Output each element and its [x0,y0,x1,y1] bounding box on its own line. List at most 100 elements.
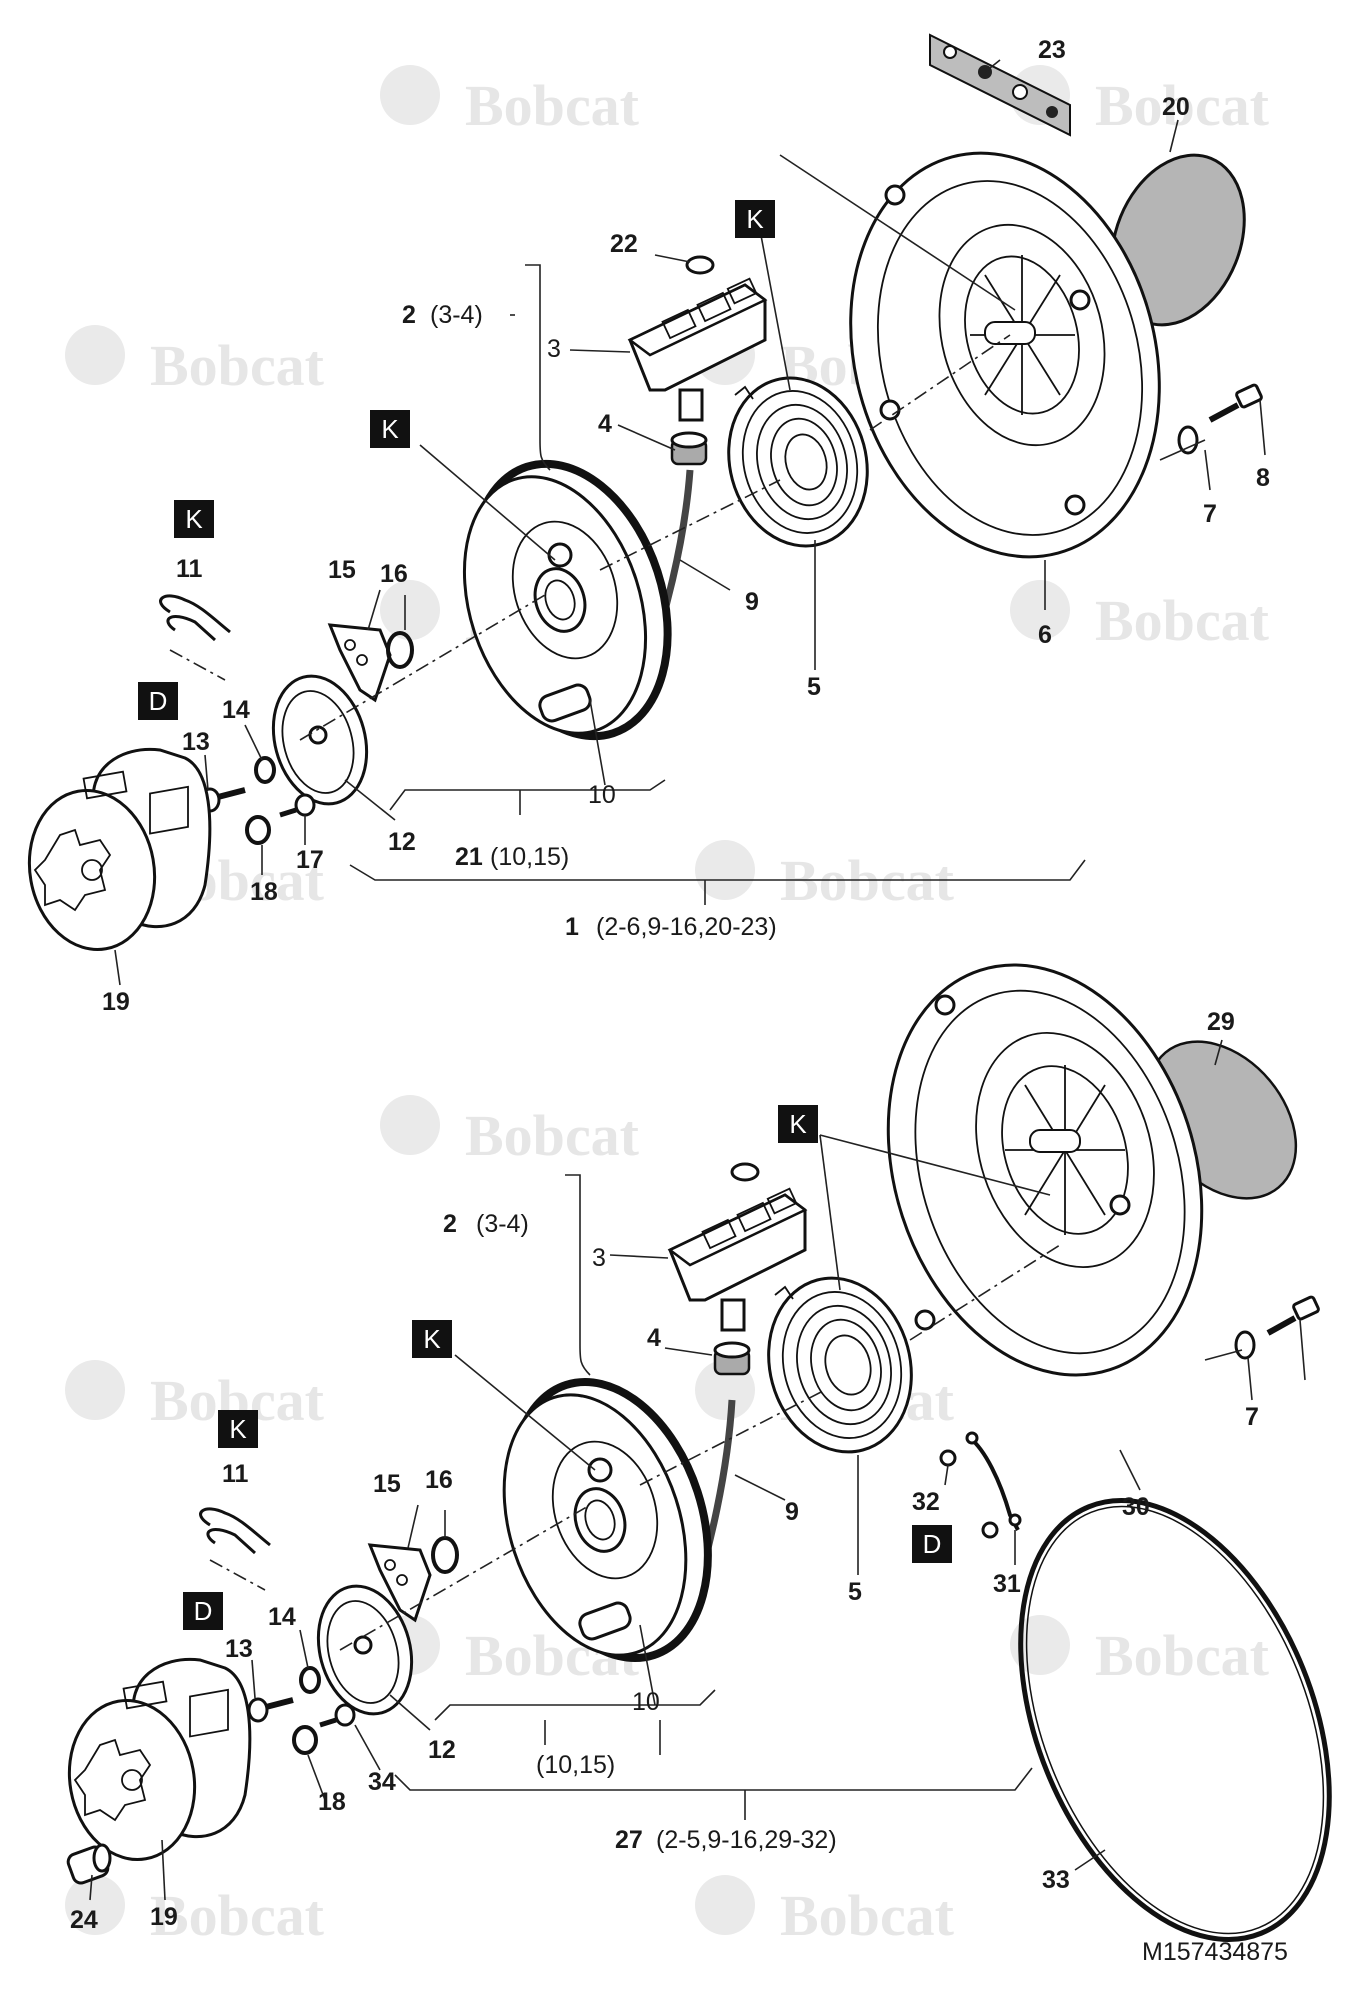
part-24-bushing [66,1843,112,1885]
part-15-ratchet [367,1543,432,1623]
label-27: 27 [615,1826,643,1854]
svg-text:Bobcat: Bobcat [465,73,640,138]
label-18: 18 [250,878,278,906]
label-24: 24 [70,1906,98,1934]
label-14: 14 [222,696,250,724]
part-10-reel [462,459,672,741]
svg-text:K: K [229,1414,247,1444]
part-17-screw [279,793,316,818]
label-32: 32 [912,1488,940,1516]
part-19-cup [27,747,212,952]
label-18: 18 [318,1788,346,1816]
label-9: 9 [745,588,759,616]
label-14: 14 [268,1603,296,1631]
label-15: 15 [373,1470,401,1498]
label-19: 19 [150,1903,178,1931]
part-4-grommet [713,1341,751,1376]
svg-text:Bobcat: Bobcat [150,333,325,398]
label-34: 34 [368,1768,396,1796]
label-30: 30 [1122,1493,1150,1521]
part-33-o-ring [1018,1498,1332,1942]
label-22: 22 [610,230,638,258]
svg-text:Bobcat: Bobcat [1095,1623,1270,1688]
label-4: 4 [647,1324,661,1352]
label-12: 12 [388,828,416,856]
label-16: 16 [425,1466,453,1494]
bottom-badge-k-clip: K [218,1410,258,1448]
part-30-housing [886,963,1204,1377]
top-badge-k-reel: K [370,410,410,448]
bottom-badge-k-reel: K [412,1320,452,1358]
svg-text:K: K [789,1109,807,1139]
svg-text:Bobcat: Bobcat [150,1883,325,1948]
label-27-range: (2-5,9-16,29-32) [656,1826,837,1854]
label-10: 10 [632,1688,660,1716]
leader-lines [89,1039,1306,1901]
label-2: 2 [443,1210,457,1238]
bottom-assembly: K K K D D 29 2 (3-4) 3 4 7 9 5 30 32 31 … [66,963,1332,1942]
svg-text:D: D [923,1529,942,1559]
watermark: Bobcat [65,325,325,398]
label-12: 12 [428,1736,456,1764]
part-13-bolt [247,1697,294,1723]
part-18-washer [292,1725,318,1755]
svg-text:Bobcat: Bobcat [780,1883,955,1948]
part-5-spring [767,1276,913,1454]
part-7-washer [1234,1330,1256,1360]
part-16-ring [431,1536,459,1574]
watermark: Bobcat [65,1875,325,1948]
top-assembly: K K K D 23 20 22 2 (3-4) 3 4 8 7 6 5 9 1… [27,33,1270,1016]
label-2-range: (3-4) [430,301,483,329]
label-17: 17 [296,846,324,874]
svg-text:D: D [149,686,168,716]
part-14-washer [299,1666,321,1694]
label-7: 7 [1245,1403,1259,1431]
svg-text:K: K [381,414,399,444]
part-11-clip [159,594,231,642]
part-18-washer [245,815,271,845]
svg-text:Bobcat: Bobcat [1095,588,1270,653]
bottom-badge-d-bracket: D [912,1525,952,1563]
label-4: 4 [598,410,612,438]
top-badge-k-clip: K [174,500,214,538]
label-2-range: (3-4) [476,1210,529,1238]
part-12-plate [316,1584,414,1716]
watermark: Bobcat [1010,1615,1270,1688]
label-19: 19 [102,988,130,1016]
label-10: 10 [588,781,616,809]
part-31-bracket [965,1431,1022,1531]
part-bolt [1266,1295,1320,1336]
svg-text:Bobcat: Bobcat [1095,73,1270,138]
watermark: Bobcat [695,1875,955,1948]
drawing-reference: M157434875 [1142,1938,1288,1966]
label-21-range: (10,15) [490,843,569,871]
part-14-washer [254,756,276,784]
svg-text:K: K [423,1324,441,1354]
label-7: 7 [1203,500,1217,528]
part-3-handle [667,1187,808,1332]
leader-lines [114,59,1266,986]
part-8-bolt [1208,383,1263,423]
watermark: Bobcat [65,1360,325,1433]
label-3: 3 [592,1244,606,1272]
bottom-labels: 29 2 (3-4) 3 4 7 9 5 30 32 31 11 15 16 1… [70,1008,1259,1934]
svg-text:K: K [746,204,764,234]
watermark: Bobcat [380,65,640,138]
svg-text:Bobcat: Bobcat [465,1103,640,1168]
part-4-grommet [670,431,708,466]
label-11: 11 [176,555,203,583]
part-cap [730,1162,760,1182]
part-3-handle [627,277,768,422]
svg-text:D: D [194,1596,213,1626]
label-10-15: (10,15) [536,1751,615,1779]
label-29: 29 [1207,1008,1235,1036]
top-badge-d-bolt: D [138,682,178,720]
label-33: 33 [1042,1866,1070,1894]
label-20: 20 [1162,93,1190,121]
svg-text:K: K [185,504,203,534]
watermark: Bobcat [1010,580,1270,653]
label-15: 15 [328,556,356,584]
part-6-housing [849,151,1161,559]
label-21: 21 [455,843,483,871]
center-axis [209,1244,1061,1651]
